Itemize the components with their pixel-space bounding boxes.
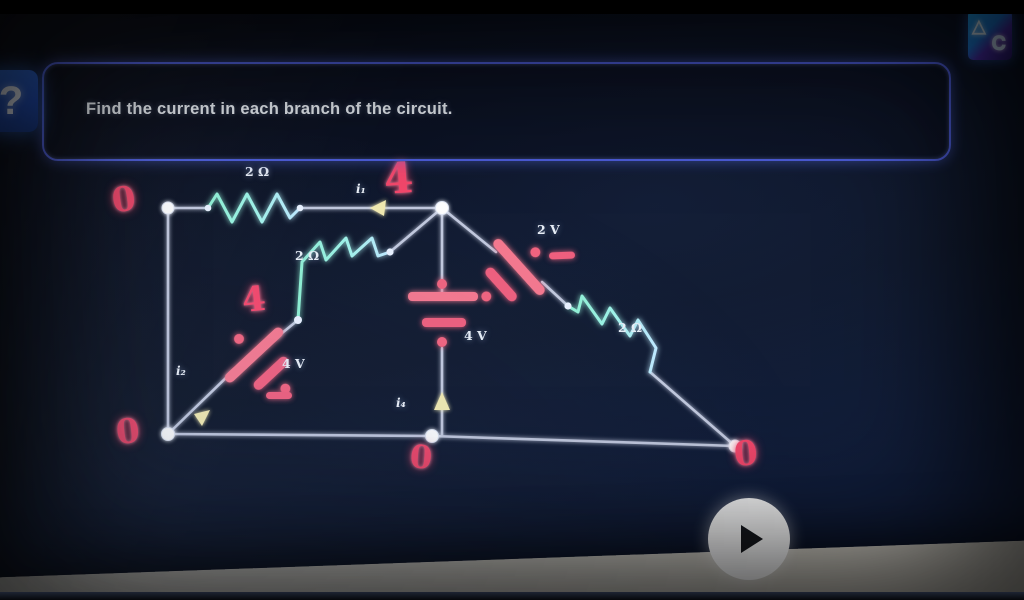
app-logo-icon[interactable]: △ 𝐂 — [968, 10, 1012, 60]
question-text: Find the current in each branch of the c… — [86, 100, 453, 118]
circuit-nodes — [161, 201, 742, 453]
resistor-top-label: 2 Ω — [245, 164, 270, 179]
circuit-diagram: 2 Ω 2 Ω 2 Ω 4 V 4 V 2 V i₁ i₂ i₄ 0 0 0 0… — [90, 153, 850, 580]
current-label-i2: i₂ — [176, 364, 186, 378]
play-triangle-icon — [741, 525, 763, 553]
resistor-symbols — [206, 192, 658, 374]
node-apex — [435, 201, 449, 215]
resistor-right-label: 2 Ω — [618, 320, 643, 335]
app-logo-glyph-a: △ — [972, 16, 986, 36]
arrow-i4 — [434, 392, 450, 410]
question-panel — [42, 62, 951, 161]
battery-left-4v — [224, 327, 291, 394]
node-bottom-left — [161, 427, 175, 441]
question-mark-icon: ? — [0, 78, 24, 123]
arrow-i2 — [194, 410, 210, 426]
resistor-top-zigzag — [206, 192, 302, 224]
arrow-i1 — [370, 200, 386, 216]
play-button[interactable] — [708, 498, 790, 580]
app-logo-glyph-b: 𝐂 — [991, 33, 1006, 55]
monitor-bezel-bottom — [0, 592, 1024, 600]
node-bottom-mid — [425, 429, 439, 443]
resistor-right-zigzag — [566, 294, 658, 374]
battery-left-label: 4 V — [282, 356, 305, 371]
node-bottom-right — [728, 439, 742, 453]
battery-middle-4v — [408, 279, 478, 347]
resistor-middle-zigzag — [296, 236, 392, 322]
current-label-i1: i₁ — [356, 182, 366, 196]
battery-right-2v — [481, 238, 545, 302]
current-arrows — [194, 200, 450, 426]
circuit-svg — [161, 192, 742, 453]
battery-right-label: 2 V — [537, 222, 560, 237]
battery-middle-label: 4 V — [464, 328, 487, 343]
monitor-bezel-top — [0, 0, 1024, 14]
resistor-middle-label: 2 Ω — [295, 248, 320, 263]
lead-dots — [204, 204, 572, 324]
node-top-left — [161, 201, 175, 215]
current-label-i4: i₄ — [396, 396, 406, 410]
help-question-badge[interactable]: ? — [0, 70, 38, 132]
battery-polarity-marks — [266, 251, 576, 399]
